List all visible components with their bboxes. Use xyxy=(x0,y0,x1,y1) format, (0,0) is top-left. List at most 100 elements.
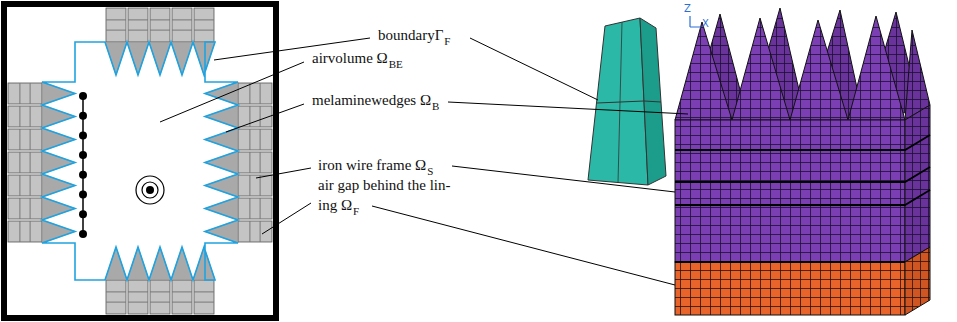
melamine-wedge xyxy=(42,151,75,174)
wedge-base xyxy=(238,106,272,127)
frame-line xyxy=(19,106,20,127)
frame-line xyxy=(30,198,31,219)
frame-line xyxy=(128,30,148,31)
frame-line xyxy=(150,19,170,20)
melamine-wedge xyxy=(193,42,215,75)
leader-lines xyxy=(160,38,688,285)
wedge-base xyxy=(238,152,272,173)
melamine-wedge xyxy=(205,151,238,174)
wedge-base xyxy=(8,152,42,173)
callout-label: air gap behind the lin- xyxy=(318,177,450,194)
wedge-base xyxy=(150,280,170,314)
frame-line xyxy=(260,83,261,104)
frame-line xyxy=(260,175,261,196)
melamine-wedge xyxy=(42,174,75,197)
axis-label: Z xyxy=(684,3,691,14)
frame-line xyxy=(30,175,31,196)
wedge-base xyxy=(238,221,272,242)
frame-line xyxy=(30,106,31,127)
wedge-base xyxy=(106,8,126,42)
wedge-base xyxy=(238,129,272,150)
frame-line xyxy=(19,83,20,104)
frame-line xyxy=(19,129,20,150)
subscript: B xyxy=(432,100,439,112)
subscript: F xyxy=(444,35,450,47)
melamine-wedge xyxy=(42,197,75,220)
wedge-base xyxy=(194,8,214,42)
frame-line xyxy=(128,302,148,303)
frame-line xyxy=(172,302,192,303)
callout-label: boundaryΓ xyxy=(378,27,443,44)
microphone-dot xyxy=(79,131,87,139)
source-dot xyxy=(146,186,154,194)
wedge-base xyxy=(172,8,192,42)
subscript: S xyxy=(427,165,433,177)
melamine-wedge xyxy=(105,247,127,280)
callout-label: airvolume Ω xyxy=(312,50,388,67)
melamine-wedge xyxy=(105,42,127,75)
callout-label: iron wire frame Ω xyxy=(318,157,426,174)
boundary-line xyxy=(42,42,238,280)
melamine-wedge xyxy=(42,220,75,243)
frame-line xyxy=(172,19,192,20)
wedge-base xyxy=(8,106,42,127)
chamber-section xyxy=(4,4,276,318)
frame-line xyxy=(249,152,250,173)
frame-line xyxy=(106,291,126,292)
wedge-base xyxy=(8,83,42,104)
frame-line xyxy=(194,19,214,20)
microphone-dot xyxy=(79,171,87,179)
wedge-base xyxy=(128,280,148,314)
mesh-model xyxy=(588,8,930,315)
frame-line xyxy=(249,221,250,242)
frame-line xyxy=(19,175,20,196)
frame-line xyxy=(19,198,20,219)
wedge-base xyxy=(238,198,272,219)
wedge-base xyxy=(8,175,42,196)
melamine-wedge xyxy=(127,42,149,75)
frame-line xyxy=(249,198,250,219)
microphone-dot xyxy=(79,230,87,238)
melamine-wedge xyxy=(42,105,75,128)
callout-label: ing Ω xyxy=(318,197,352,214)
frame-line xyxy=(249,83,250,104)
frame-line xyxy=(194,291,214,292)
frame-line xyxy=(249,129,250,150)
frame-line xyxy=(106,302,126,303)
microphone-dot xyxy=(79,151,87,159)
frame-line xyxy=(19,152,20,173)
frame-line xyxy=(106,19,126,20)
microphone-dot xyxy=(79,112,87,120)
microphone-dot xyxy=(79,191,87,199)
axis-label: X xyxy=(702,18,709,29)
frame-line xyxy=(260,198,261,219)
wedge-base xyxy=(172,280,192,314)
frame-line xyxy=(128,19,148,20)
frame-line xyxy=(128,291,148,292)
melamine-wedge xyxy=(42,82,75,105)
melamine-wedge xyxy=(149,42,171,75)
frame-line xyxy=(249,175,250,196)
frame-line xyxy=(260,106,261,127)
chamber-wall xyxy=(4,4,276,318)
frame-line xyxy=(172,291,192,292)
wedge-base xyxy=(8,198,42,219)
frame-line xyxy=(260,129,261,150)
callout-label: melaminewedges Ω xyxy=(312,92,431,109)
frame-line xyxy=(172,30,192,31)
frame-line xyxy=(150,302,170,303)
frame-line xyxy=(30,152,31,173)
frame-line xyxy=(150,291,170,292)
microphone-dot xyxy=(79,92,87,100)
melamine-wedge xyxy=(171,247,193,280)
melamine-wedge xyxy=(127,247,149,280)
frame-line xyxy=(106,30,126,31)
melamine-wedge xyxy=(205,105,238,128)
wedge-base xyxy=(106,280,126,314)
frame-line xyxy=(260,152,261,173)
subscript: BE xyxy=(389,58,403,70)
frame-line xyxy=(19,221,20,242)
wedge-base xyxy=(194,280,214,314)
